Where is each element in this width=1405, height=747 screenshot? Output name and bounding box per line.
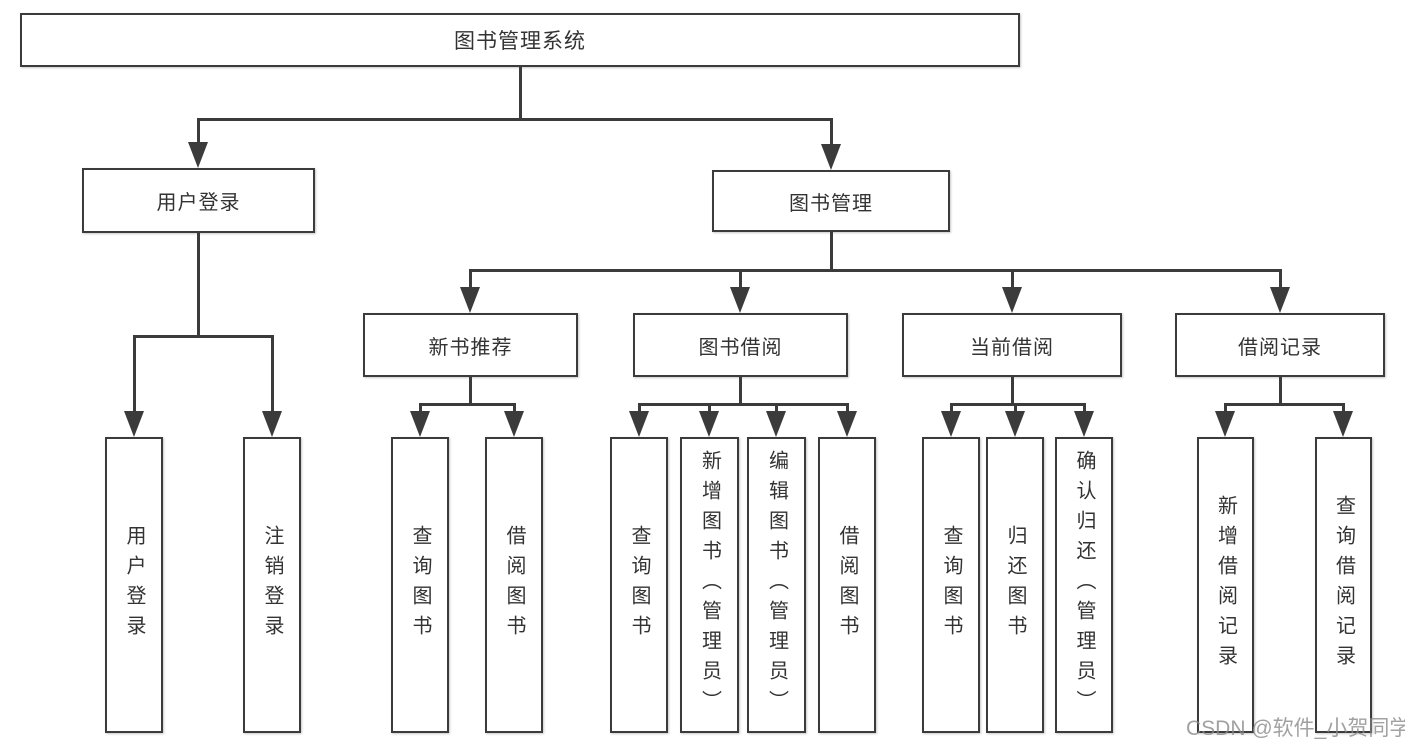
leaf-add-borrow-record-label: 新增借阅记录 (1214, 495, 1237, 675)
arrowhead-icon (504, 411, 524, 437)
leaf-query-books-current-label: 查询图书 (940, 525, 962, 645)
arrowhead-icon (460, 287, 480, 313)
connector (469, 269, 1282, 272)
connector (513, 403, 516, 413)
arrowhead-icon (1074, 411, 1094, 437)
node-book-borrowing: 图书借阅 (633, 313, 848, 377)
node-library-system: 图书管理系统 (20, 13, 1020, 67)
arrowhead-icon (730, 287, 750, 313)
connector (1014, 403, 1017, 413)
leaf-confirm-return-admin-label: 确认归还（管理员） (1073, 450, 1095, 720)
leaf-query-books-recommend-label: 查询图书 (409, 525, 431, 645)
connector (1224, 403, 1227, 413)
connector (1342, 403, 1345, 413)
arrowhead-icon (699, 411, 719, 437)
node-borrow-records: 借阅记录 (1175, 313, 1385, 377)
connector (197, 118, 833, 121)
leaf-add-books-admin: 新增图书（管理员） (680, 437, 739, 733)
leaf-return-books: 归还图书 (986, 437, 1044, 733)
leaf-query-books-recommend: 查询图书 (391, 437, 449, 733)
node-book-management: 图书管理 (712, 170, 950, 232)
node-current-borrowing-label: 当前借阅 (970, 336, 1054, 359)
leaf-return-books-label: 归还图书 (1004, 525, 1026, 645)
node-borrow-records-label: 借阅记录 (1238, 336, 1322, 359)
connector (846, 403, 849, 413)
connector (197, 233, 200, 337)
leaf-borrow-books: 借阅图书 (818, 437, 876, 733)
arrowhead-icon (124, 411, 144, 437)
node-book-borrowing-label: 图书借阅 (698, 336, 783, 359)
leaf-query-borrow-record: 查询借阅记录 (1315, 437, 1372, 733)
connector (469, 377, 472, 406)
arrowhead-icon (188, 142, 208, 168)
leaf-add-books-admin-label: 新增图书（管理员） (698, 450, 721, 720)
arrowhead-icon (821, 144, 841, 170)
node-new-book-recommend-label: 新书推荐 (428, 336, 513, 359)
arrowhead-icon (1002, 287, 1022, 313)
leaf-logout-label: 注销登录 (261, 525, 283, 645)
connector (469, 269, 472, 291)
connector (133, 335, 136, 413)
node-user-login: 用户登录 (82, 168, 315, 233)
node-current-borrowing: 当前借阅 (902, 313, 1122, 377)
leaf-add-borrow-record: 新增借阅记录 (1197, 437, 1254, 733)
arrowhead-icon (1270, 287, 1290, 313)
leaf-user-login: 用户登录 (105, 437, 163, 733)
connector (950, 403, 953, 413)
connector (830, 118, 833, 146)
leaf-borrow-books-recommend-label: 借阅图书 (503, 525, 525, 645)
connector (638, 403, 641, 413)
leaf-edit-books-admin-label: 编辑图书（管理员） (765, 450, 788, 720)
arrowhead-icon (1333, 411, 1353, 437)
node-new-book-recommend: 新书推荐 (363, 313, 578, 377)
arrowhead-icon (766, 411, 786, 437)
connector (271, 335, 274, 413)
connector (950, 403, 1086, 406)
connector (419, 403, 516, 406)
node-library-system-label: 图书管理系统 (454, 30, 586, 53)
leaf-query-books-current: 查询图书 (922, 437, 980, 733)
connector (775, 403, 778, 413)
arrowhead-icon (941, 411, 961, 437)
leaf-edit-books-admin: 编辑图书（管理员） (747, 437, 806, 733)
leaf-borrow-books-recommend: 借阅图书 (485, 437, 543, 733)
arrowhead-icon (837, 411, 857, 437)
connector (1279, 377, 1282, 406)
arrowhead-icon (1215, 411, 1235, 437)
connector (1279, 269, 1282, 291)
leaf-query-books-borrowing-label: 查询图书 (628, 525, 650, 645)
connector (739, 377, 742, 406)
arrowhead-icon (410, 411, 430, 437)
leaf-logout: 注销登录 (243, 437, 301, 733)
node-user-login-label: 用户登录 (156, 192, 241, 214)
connector (1083, 403, 1086, 413)
connector (739, 269, 742, 291)
leaf-confirm-return-admin: 确认归还（管理员） (1055, 437, 1113, 733)
node-book-management-label: 图书管理 (789, 192, 873, 215)
arrowhead-icon (262, 411, 282, 437)
connector (419, 403, 422, 413)
connector (1224, 403, 1345, 406)
connector (708, 403, 711, 413)
arrowhead-icon (629, 411, 649, 437)
connector (638, 403, 849, 406)
connector (1011, 377, 1014, 406)
connector (133, 335, 274, 338)
arrowhead-icon (1005, 411, 1025, 437)
connector (830, 232, 833, 272)
connector (519, 67, 522, 120)
leaf-user-login-label: 用户登录 (123, 525, 145, 645)
connector (197, 118, 200, 144)
leaf-borrow-books-label: 借阅图书 (836, 525, 858, 645)
connector (1011, 269, 1014, 291)
leaf-query-books-borrowing: 查询图书 (610, 437, 668, 733)
csdn-watermark: CSDN @软件_小贺同学 (1186, 717, 1405, 740)
leaf-query-borrow-record-label: 查询借阅记录 (1332, 495, 1355, 675)
